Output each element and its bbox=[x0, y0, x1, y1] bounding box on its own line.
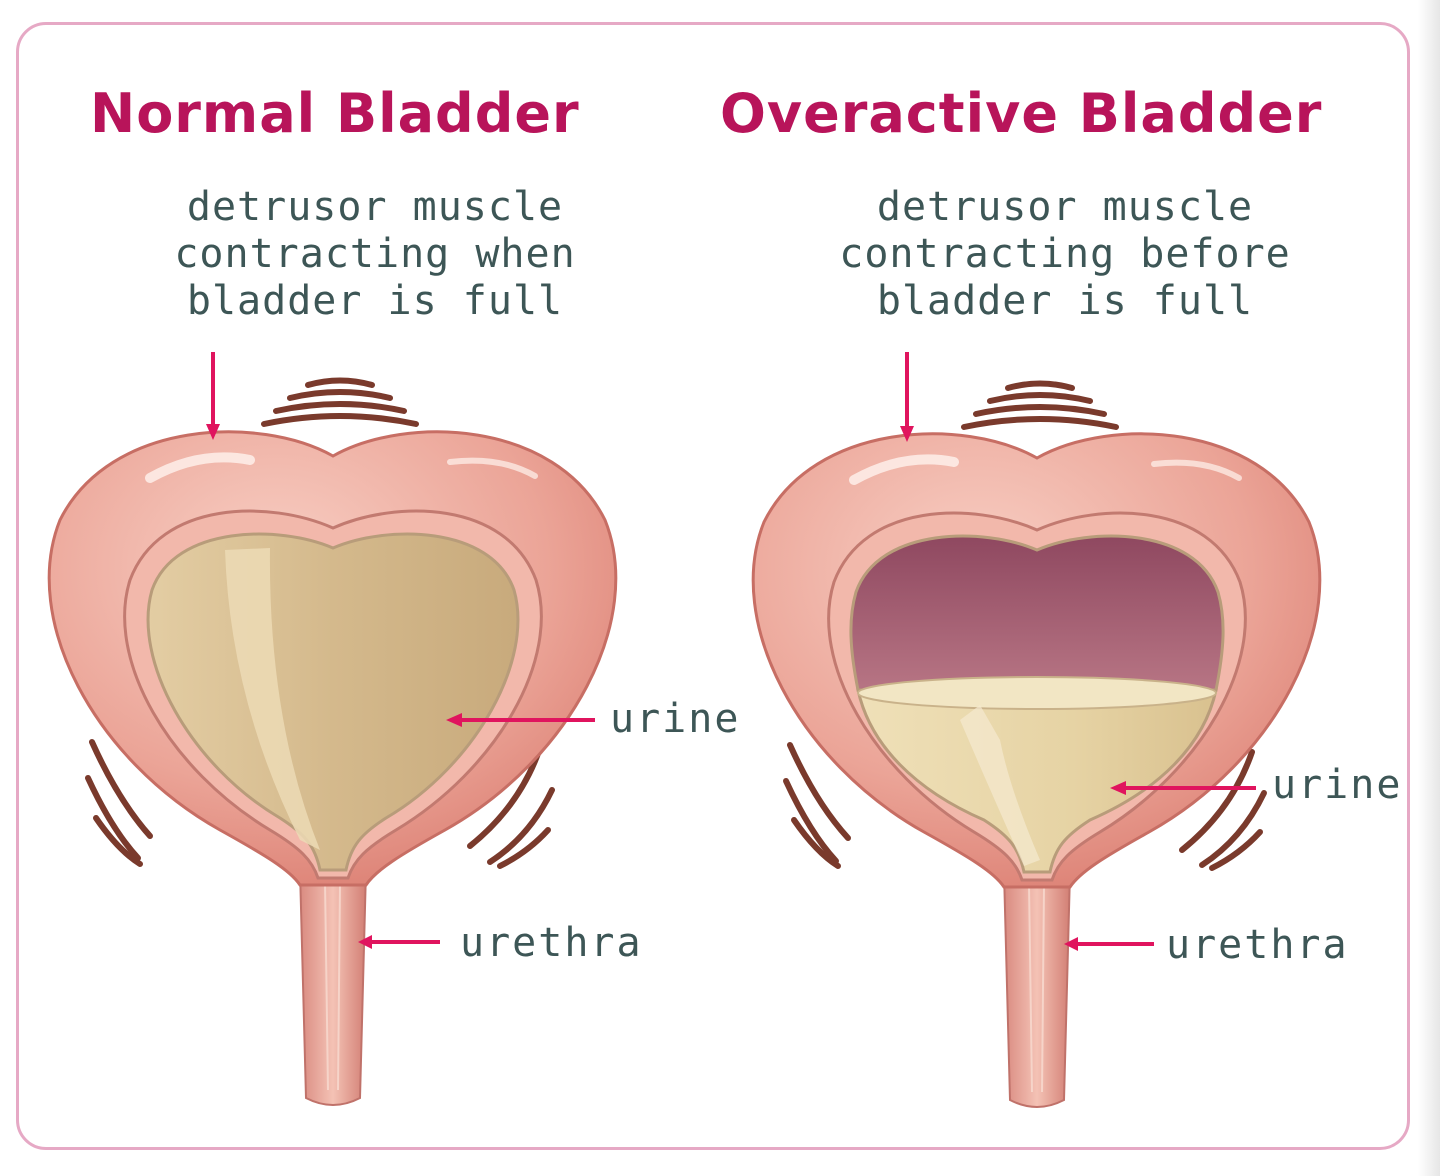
overactive-motion-lines-left bbox=[783, 742, 851, 869]
overactive-description-line: bladder is full bbox=[876, 278, 1254, 324]
overactive-bladder-description: detrusor muscle contracting before bladd… bbox=[805, 184, 1325, 325]
overactive-motion-lines-top bbox=[961, 380, 1119, 430]
normal-bladder bbox=[47, 352, 618, 1106]
page-edge bbox=[1418, 0, 1440, 1176]
normal-urethra bbox=[298, 869, 368, 1106]
normal-bladder-title: Normal Bladder bbox=[90, 82, 580, 145]
overactive-urine-label: urine bbox=[1272, 762, 1403, 808]
normal-urethra-label: urethra bbox=[460, 920, 643, 966]
overactive-urine bbox=[856, 688, 1218, 874]
overactive-urethra bbox=[1002, 871, 1072, 1108]
overactive-urethra-label: urethra bbox=[1166, 922, 1349, 968]
overactive-empty-cavity bbox=[849, 534, 1225, 692]
overactive-bladder bbox=[751, 352, 1322, 1108]
normal-urine-label: urine bbox=[610, 696, 741, 742]
overactive-description-line: contracting before bbox=[839, 231, 1291, 277]
overactive-motion-lines-right bbox=[1179, 749, 1267, 871]
normal-motion-lines-left bbox=[85, 739, 153, 867]
normal-bladder-description: detrusor muscle contracting when bladder… bbox=[115, 184, 635, 325]
normal-motion-lines-top bbox=[261, 377, 419, 427]
overactive-bladder-title: Overactive Bladder bbox=[720, 82, 1323, 145]
normal-description-line: bladder is full bbox=[186, 278, 564, 324]
overactive-description-line: detrusor muscle bbox=[876, 184, 1254, 230]
normal-description-line: detrusor muscle bbox=[186, 184, 564, 230]
normal-description-line: contracting when bbox=[174, 231, 576, 277]
